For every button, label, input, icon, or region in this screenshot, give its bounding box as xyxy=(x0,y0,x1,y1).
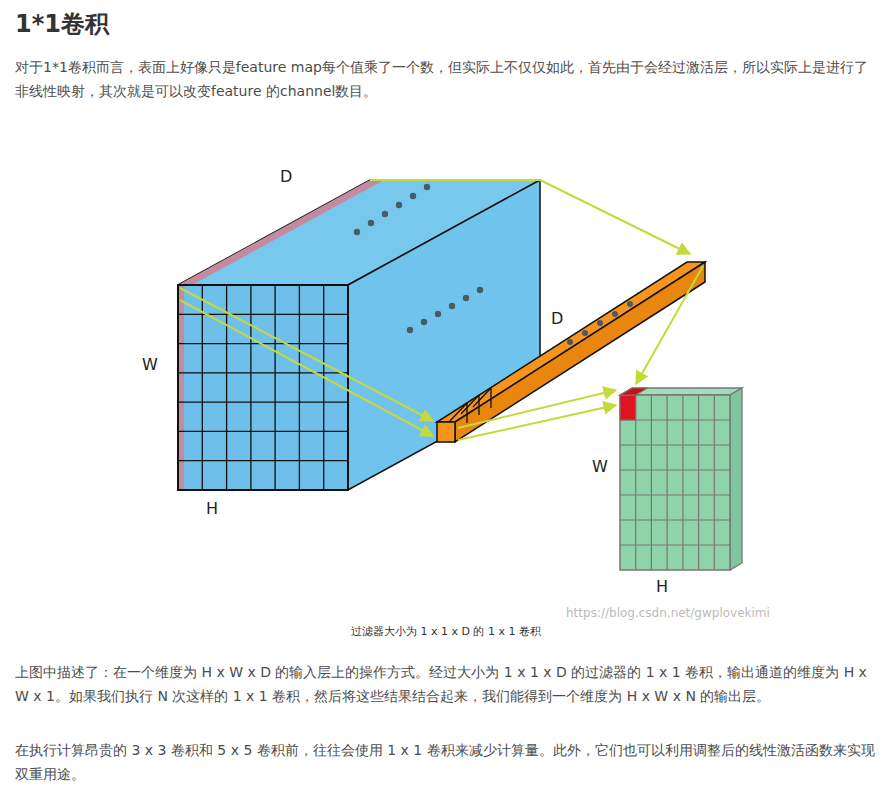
output-cell-top xyxy=(620,388,648,395)
cuboid-front-border xyxy=(178,285,348,490)
filter-divisions-top xyxy=(449,388,491,422)
axis-label: D xyxy=(551,310,563,328)
output-side xyxy=(730,388,742,570)
output-grid xyxy=(620,395,730,570)
output-top xyxy=(620,388,742,395)
axis-label: W xyxy=(142,356,158,374)
output-front xyxy=(620,395,730,570)
cuboid-top-strip xyxy=(178,180,384,285)
paragraph: 上图中描述了：在一个维度为 H x W x D 的输入层上的操作方式。经过大小为… xyxy=(15,660,881,708)
ellipsis-dots xyxy=(354,184,483,333)
axis-label: H xyxy=(206,500,218,518)
projection-lines xyxy=(180,180,690,436)
axis-label: D xyxy=(280,168,292,186)
cuboid-front xyxy=(178,285,348,490)
paragraph: 在执行计算昂贵的 3 x 3 卷积和 5 x 5 卷积前，往往会使用 1 x 1… xyxy=(15,738,881,786)
cuboid-grid xyxy=(178,285,348,490)
filter-front xyxy=(437,422,455,442)
filter-divisions xyxy=(467,388,491,423)
section-title: 1*1卷积 xyxy=(15,8,109,40)
axis-label: W xyxy=(592,458,608,476)
paragraph: 对于1*1卷积而言，表面上好像只是feature map每个值乘了一个数，但实际… xyxy=(15,55,881,103)
figure-caption: 过滤器大小为 1 x 1 x D 的 1 x 1 卷积 xyxy=(351,624,541,639)
axis-label: H xyxy=(656,578,668,596)
ellipsis-dots xyxy=(567,301,633,345)
watermark: https://blog.csdn.net/gwplovekimi xyxy=(566,606,770,620)
output-cell xyxy=(620,395,636,420)
cuboid-side xyxy=(348,180,540,490)
